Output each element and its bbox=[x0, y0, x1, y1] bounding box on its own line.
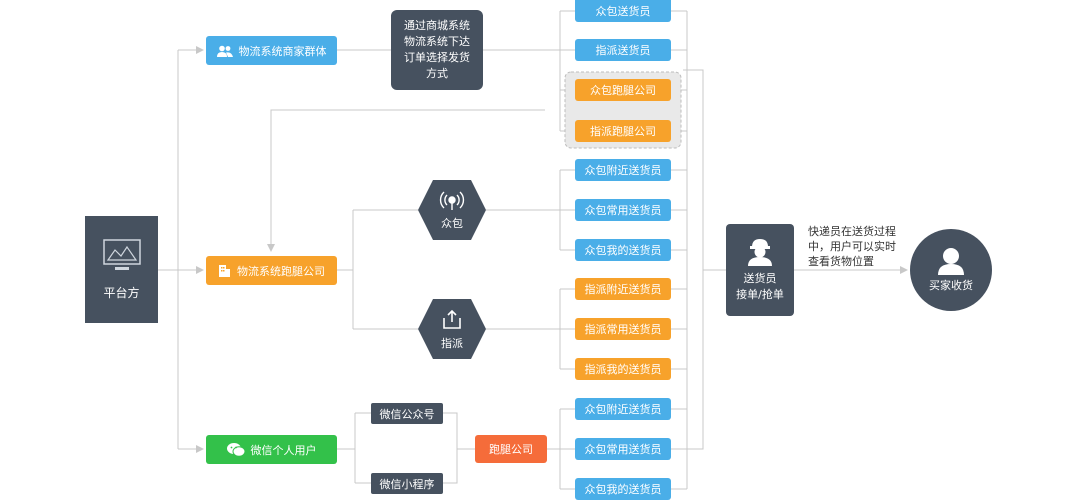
assign-option-label: 指派我的送货员 bbox=[584, 363, 662, 376]
courier-company-node[interactable]: 物流系统跑腿公司 bbox=[206, 256, 337, 285]
wechat-option-frequent[interactable]: 众包常用送货员 bbox=[575, 438, 671, 460]
wechat-option-label: 众包常用送货员 bbox=[584, 443, 662, 456]
courier-node[interactable]: 送货员 接单/抢单 bbox=[726, 224, 794, 316]
merchant-option-crowd-courier[interactable]: 众包送货员 bbox=[575, 0, 671, 22]
courier-company-box[interactable]: 跑腿公司 bbox=[475, 435, 547, 463]
merchant-option-crowd-company[interactable]: 众包跑腿公司 bbox=[575, 79, 671, 101]
wechat-user-node[interactable]: 微信个人用户 bbox=[206, 435, 337, 464]
assign-option-frequent[interactable]: 指派常用送货员 bbox=[575, 318, 671, 340]
channel-company-line bbox=[443, 412, 475, 484]
crowd-option-frequent[interactable]: 众包常用送货员 bbox=[575, 199, 671, 221]
merchant-option-label: 指派送货员 bbox=[595, 44, 651, 57]
merchant-option-assign-company[interactable]: 指派跑腿公司 bbox=[575, 120, 671, 142]
wechat-option-nearby[interactable]: 众包附近送货员 bbox=[575, 398, 671, 420]
buyer-label: 买家收货 bbox=[929, 279, 973, 292]
courier-company-label: 物流系统跑腿公司 bbox=[237, 264, 325, 278]
wechat-option-label: 众包我的送货员 bbox=[584, 483, 662, 496]
building-icon bbox=[219, 265, 230, 277]
crowd-option-mine[interactable]: 众包我的送货员 bbox=[575, 239, 671, 261]
wechat-mini-program[interactable]: 微信小程序 bbox=[371, 473, 443, 494]
order-note-text: 通过商城系统 物流系统下达 订单选择发货 方式 bbox=[404, 19, 470, 80]
crowd-option-label: 众包附近送货员 bbox=[584, 164, 662, 177]
wechat-channel-line bbox=[337, 412, 371, 484]
crowd-label: 众包 bbox=[441, 217, 463, 230]
merchant-option-label: 众包跑腿公司 bbox=[590, 84, 656, 97]
right-collector-outer bbox=[683, 69, 726, 450]
order-note: 通过商城系统 物流系统下达 订单选择发货 方式 bbox=[391, 10, 483, 90]
signal-icon bbox=[439, 191, 465, 210]
person-icon bbox=[938, 248, 964, 275]
crowd-option-nearby[interactable]: 众包附近送货员 bbox=[575, 159, 671, 181]
share-icon bbox=[443, 309, 461, 329]
company-label: 跑腿公司 bbox=[489, 443, 533, 456]
assign-label: 指派 bbox=[441, 337, 463, 350]
monitor-icon bbox=[102, 239, 141, 270]
assign-options-line bbox=[486, 288, 575, 370]
wechat-option-label: 众包附近送货员 bbox=[584, 403, 662, 416]
merchant-node[interactable]: 物流系统商家群体 bbox=[206, 36, 337, 65]
note-options-line bbox=[483, 10, 575, 132]
channel-label: 微信小程序 bbox=[379, 477, 435, 491]
assign-option-nearby[interactable]: 指派附近送货员 bbox=[575, 278, 671, 300]
assign-hexagon bbox=[418, 299, 486, 359]
merchant-label: 物流系统商家群体 bbox=[238, 44, 327, 58]
crowd-option-label: 众包常用送货员 bbox=[584, 204, 662, 217]
users-icon bbox=[216, 45, 233, 57]
crowd-option-label: 众包我的送货员 bbox=[584, 244, 662, 257]
channel-label: 微信公众号 bbox=[379, 407, 435, 421]
wechat-icon bbox=[226, 442, 245, 457]
company-options-line bbox=[547, 408, 575, 490]
merchant-option-label: 众包送货员 bbox=[595, 5, 651, 18]
crowd-options-line bbox=[486, 169, 575, 251]
platform-node[interactable]: 平台方 bbox=[85, 216, 158, 323]
platform-label: 平台方 bbox=[103, 286, 140, 300]
merchant-option-assign-courier[interactable]: 指派送货员 bbox=[575, 39, 671, 61]
courier-co-branch-line bbox=[337, 209, 418, 330]
merchant-option-label: 指派跑腿公司 bbox=[590, 125, 656, 138]
assign-option-label: 指派常用送货员 bbox=[584, 323, 662, 336]
platform-trunk-line bbox=[158, 50, 179, 449]
courier-icon bbox=[748, 238, 772, 266]
assign-option-label: 指派附近送货员 bbox=[584, 283, 662, 296]
courier-label: 送货员 接单/抢单 bbox=[736, 271, 784, 301]
wechat-option-mine[interactable]: 众包我的送货员 bbox=[575, 478, 671, 500]
return-line bbox=[267, 109, 545, 252]
wechat-official-account[interactable]: 微信公众号 bbox=[371, 403, 443, 424]
assign-option-mine[interactable]: 指派我的送货员 bbox=[575, 358, 671, 380]
tracking-note: 快递员在送货过程 中，用户可以实时 查看货物位置 bbox=[808, 225, 896, 268]
wechat-user-label: 微信个人用户 bbox=[250, 443, 317, 457]
